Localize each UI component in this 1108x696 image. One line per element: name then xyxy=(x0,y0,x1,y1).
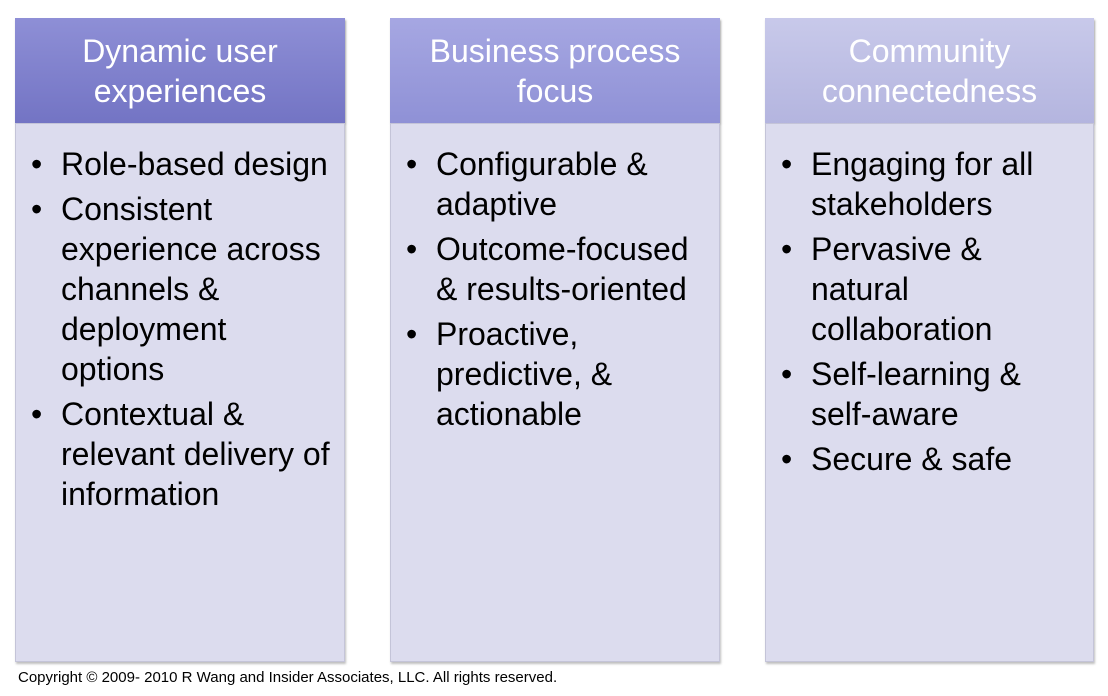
column-dynamic-user-experiences: Dynamic user experiences Role-based desi… xyxy=(15,18,345,662)
column-header: Dynamic user experiences xyxy=(15,18,345,123)
bullet-item: Consistent experience across channels & … xyxy=(26,189,334,389)
column-community-connectedness: Community connectedness Engaging for all… xyxy=(765,18,1094,662)
column-header: Community connectedness xyxy=(765,18,1094,123)
column-body: Engaging for all stakeholders Pervasive … xyxy=(765,123,1094,662)
column-body: Configurable & adaptive Outcome-focused … xyxy=(390,123,720,662)
bullet-item: Proactive, predictive, & actionable xyxy=(401,314,709,434)
bullet-item: Pervasive & natural collaboration xyxy=(776,229,1083,349)
bullet-item: Contextual & relevant delivery of inform… xyxy=(26,394,334,514)
bullet-item: Role-based design xyxy=(26,144,334,184)
bullet-item: Self-learning & self-aware xyxy=(776,354,1083,434)
bullet-item: Engaging for all stakeholders xyxy=(776,144,1083,224)
bullet-item: Configurable & adaptive xyxy=(401,144,709,224)
copyright-notice: Copyright © 2009- 2010 R Wang and Inside… xyxy=(18,669,558,686)
bullet-list: Role-based design Consistent experience … xyxy=(26,144,334,514)
bullet-list: Engaging for all stakeholders Pervasive … xyxy=(776,144,1083,479)
bullet-item: Outcome-focused & results-oriented xyxy=(401,229,709,309)
column-body: Role-based design Consistent experience … xyxy=(15,123,345,662)
column-header: Business process focus xyxy=(390,18,720,123)
bullet-item: Secure & safe xyxy=(776,439,1083,479)
bullet-list: Configurable & adaptive Outcome-focused … xyxy=(401,144,709,434)
column-business-process-focus: Business process focus Configurable & ad… xyxy=(390,18,720,662)
